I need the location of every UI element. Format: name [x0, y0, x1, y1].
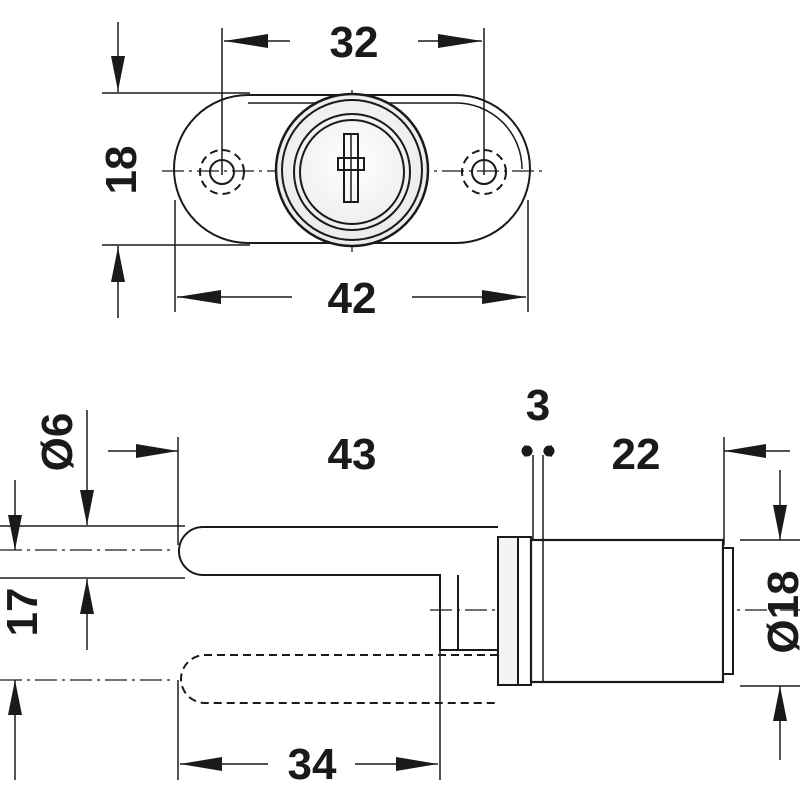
lock-body — [497, 536, 734, 686]
dimension-18 — [111, 22, 125, 318]
dimension-22 — [724, 444, 790, 458]
dimension-label-22: 22 — [612, 430, 661, 479]
dimension-label-18: 18 — [97, 146, 146, 195]
dimension-34 — [180, 757, 438, 771]
dimension-label-32: 32 — [330, 18, 379, 67]
plate-edge — [248, 102, 523, 170]
mounting-plate — [173, 94, 531, 244]
top-view: 32 42 18 — [97, 18, 545, 323]
keyway-icon — [337, 133, 365, 203]
dimension-17 — [8, 480, 22, 780]
dimension-label-34: 34 — [288, 740, 337, 789]
dimension-d18 — [773, 470, 787, 760]
dimension-3 — [521, 445, 555, 457]
dimension-label-d18: Ø18 — [759, 570, 800, 653]
side-view: Ø6 43 3 22 17 — [0, 381, 800, 789]
dimension-43 — [108, 444, 178, 458]
bolt-extended-hidden — [180, 654, 498, 704]
dimension-label-43: 43 — [328, 430, 377, 479]
dimension-42 — [177, 290, 526, 304]
bolt-retracted — [178, 526, 498, 651]
screw-hole-left — [199, 149, 245, 195]
dimension-label-3: 3 — [526, 381, 550, 430]
dimension-32 — [224, 34, 482, 48]
dimension-label-d6: Ø6 — [33, 413, 82, 472]
dimension-label-17: 17 — [0, 588, 47, 637]
dimension-d6 — [80, 410, 94, 650]
dimension-label-42: 42 — [328, 274, 377, 323]
screw-hole-right — [461, 149, 507, 195]
